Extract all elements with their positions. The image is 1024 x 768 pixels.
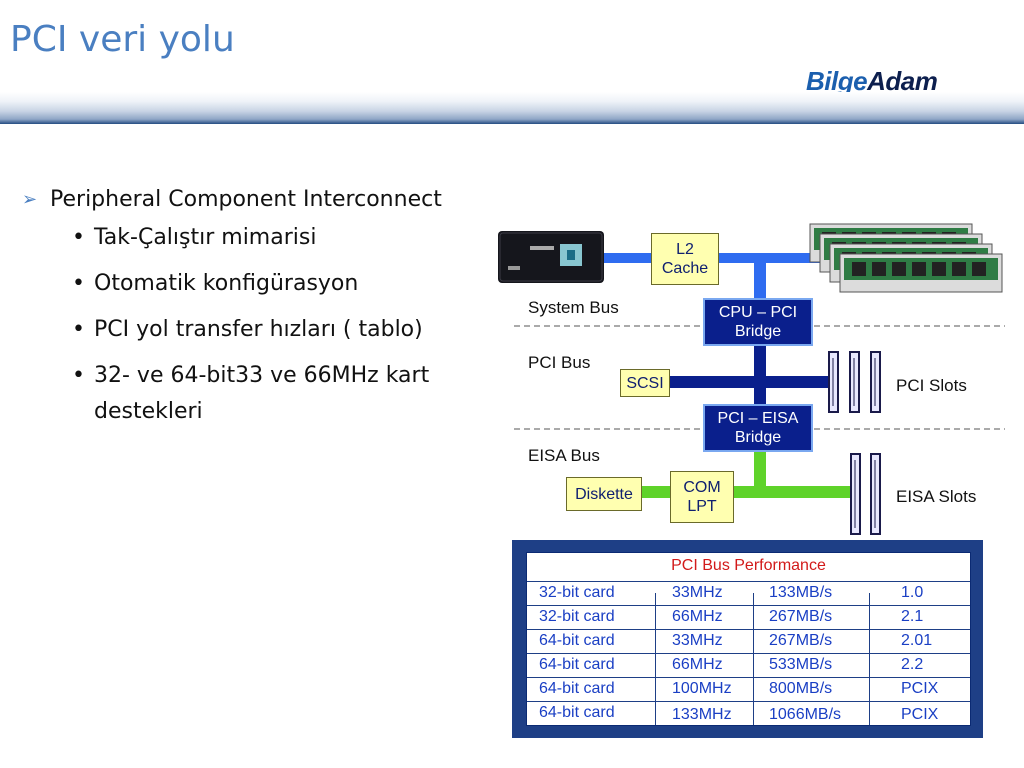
sub-bullet-text: Otomatik konfigürasyon [94,271,359,296]
table-cell: 2.01 [901,632,933,649]
pci-slots-label: PCI Slots [896,376,967,395]
bilgeadam-logo: BilgeAdam [806,66,938,96]
column-divider [869,593,870,725]
pci-eisa-bridge-line1: PCI – EISA [717,410,799,427]
pci-slots-icon [828,351,881,413]
memory-modules-icon [809,223,1003,293]
scsi-label: SCSI [626,374,664,392]
column-divider [655,593,656,725]
bullet-main-text: Peripheral Component Interconnect [50,187,442,212]
eisa-bus-line [636,486,854,498]
com-lpt-line2: LPT [687,498,717,515]
column-divider [753,593,754,725]
cpu-pci-bridge-line1: CPU – PCI [718,304,798,321]
sub-bullet-text: PCI yol transfer hızları ( tablo) [94,317,423,342]
cpu-pci-bridge-box: CPU – PCI Bridge [703,298,813,346]
table-row: 64-bit card 66MHz 533MB/s 2.2 [527,653,970,678]
slide-title: PCI veri yolu [10,19,235,60]
table-cell: 64-bit card [539,680,615,697]
pci-bus-label: PCI Bus [528,353,591,372]
table-cell: 66MHz [672,656,723,673]
pci-bus-line [668,376,836,388]
com-lpt-line1: COM [683,479,721,496]
eisa-slots-label: EISA Slots [896,487,977,506]
scsi-box: SCSI [620,369,670,397]
table-cell: 800MB/s [769,680,833,697]
table-cell: 32-bit card [539,584,615,601]
table-cell: PCIX [901,706,939,723]
eisa-bus-label: EISA Bus [528,446,600,465]
l2-cache-line2: Cache [661,260,709,277]
dot-bullet-icon: • [72,271,85,296]
table-row: 32-bit card 66MHz 267MB/s 2.1 [527,605,970,630]
table-cell: 267MB/s [769,632,833,649]
table-cell: 1.0 [901,584,924,601]
logo-part-2: Adam [867,66,938,96]
table-row: 64-bit card 33MHz 267MB/s 2.01 [527,629,970,654]
pci-eisa-bridge-box: PCI – EISA Bridge [703,404,813,452]
table-cell: 533MB/s [769,656,833,673]
table-cell: 2.1 [901,608,924,625]
table-row: 64-bit card 133MHz 1066MB/s PCIX [527,701,970,726]
diskette-box: Diskette [566,477,642,511]
table-cell: 64-bit card [539,704,615,721]
table-cell: 64-bit card [539,632,615,649]
arrow-bullet-icon: ➢ [22,189,38,210]
eisa-bus-vertical [754,450,766,490]
processor-chip-icon [498,231,604,283]
table-row: 64-bit card 100MHz 800MB/s PCIX [527,677,970,702]
sub-bullet: • Tak-Çalıştır mimarisi [22,220,484,256]
performance-table-title: PCI Bus Performance [671,557,826,574]
table-cell: 133MHz [672,706,732,723]
sub-bullet-text: Tak-Çalıştır mimarisi [94,225,317,250]
table-cell: 64-bit card [539,656,615,673]
system-bus-vertical [754,253,766,301]
sub-bullet-text: 32- ve 64-bit33 ve 66MHz kart destekleri [94,363,430,424]
sub-bullet: • 32- ve 64-bit33 ve 66MHz kart destekler… [22,358,484,430]
l2-cache-box: L2 Cache [651,233,719,285]
sub-bullet: • PCI yol transfer hızları ( tablo) [22,312,484,348]
com-lpt-box: COM LPT [670,471,734,523]
cpu-pci-bridge-line2: Bridge [734,323,782,340]
table-cell: 133MB/s [769,584,833,601]
bullet-main: ➢ Peripheral Component Interconnect [22,182,484,218]
table-cell: 32-bit card [539,608,615,625]
table-cell: 33MHz [672,632,723,649]
performance-table-body: PCI Bus Performance 32-bit card 33MHz 13… [526,552,971,726]
header-band [0,92,1024,124]
table-cell: 100MHz [672,680,732,697]
system-bus-label: System Bus [528,298,619,317]
logo-part-1: Bilge [806,66,868,96]
table-cell: 1066MB/s [769,706,842,723]
diskette-label: Diskette [575,485,633,503]
sub-bullet: • Otomatik konfigürasyon [22,266,484,302]
table-cell: 33MHz [672,584,723,601]
l2-cache-line1: L2 [676,241,694,258]
table-cell: 267MB/s [769,608,833,625]
pci-eisa-bridge-line2: Bridge [734,429,782,446]
dot-bullet-icon: • [72,225,85,250]
bullet-list: ➢ Peripheral Component Interconnect • Tak… [22,182,484,430]
pci-performance-table: PCI Bus Performance 32-bit card 33MHz 13… [512,540,983,738]
dot-bullet-icon: • [72,317,85,342]
table-cell: 66MHz [672,608,723,625]
table-row: 32-bit card 33MHz 133MB/s 1.0 [527,581,970,606]
table-cell: 2.2 [901,656,924,673]
eisa-slots-icon [850,453,881,535]
table-cell: PCIX [901,680,939,697]
dot-bullet-icon: • [72,363,85,388]
